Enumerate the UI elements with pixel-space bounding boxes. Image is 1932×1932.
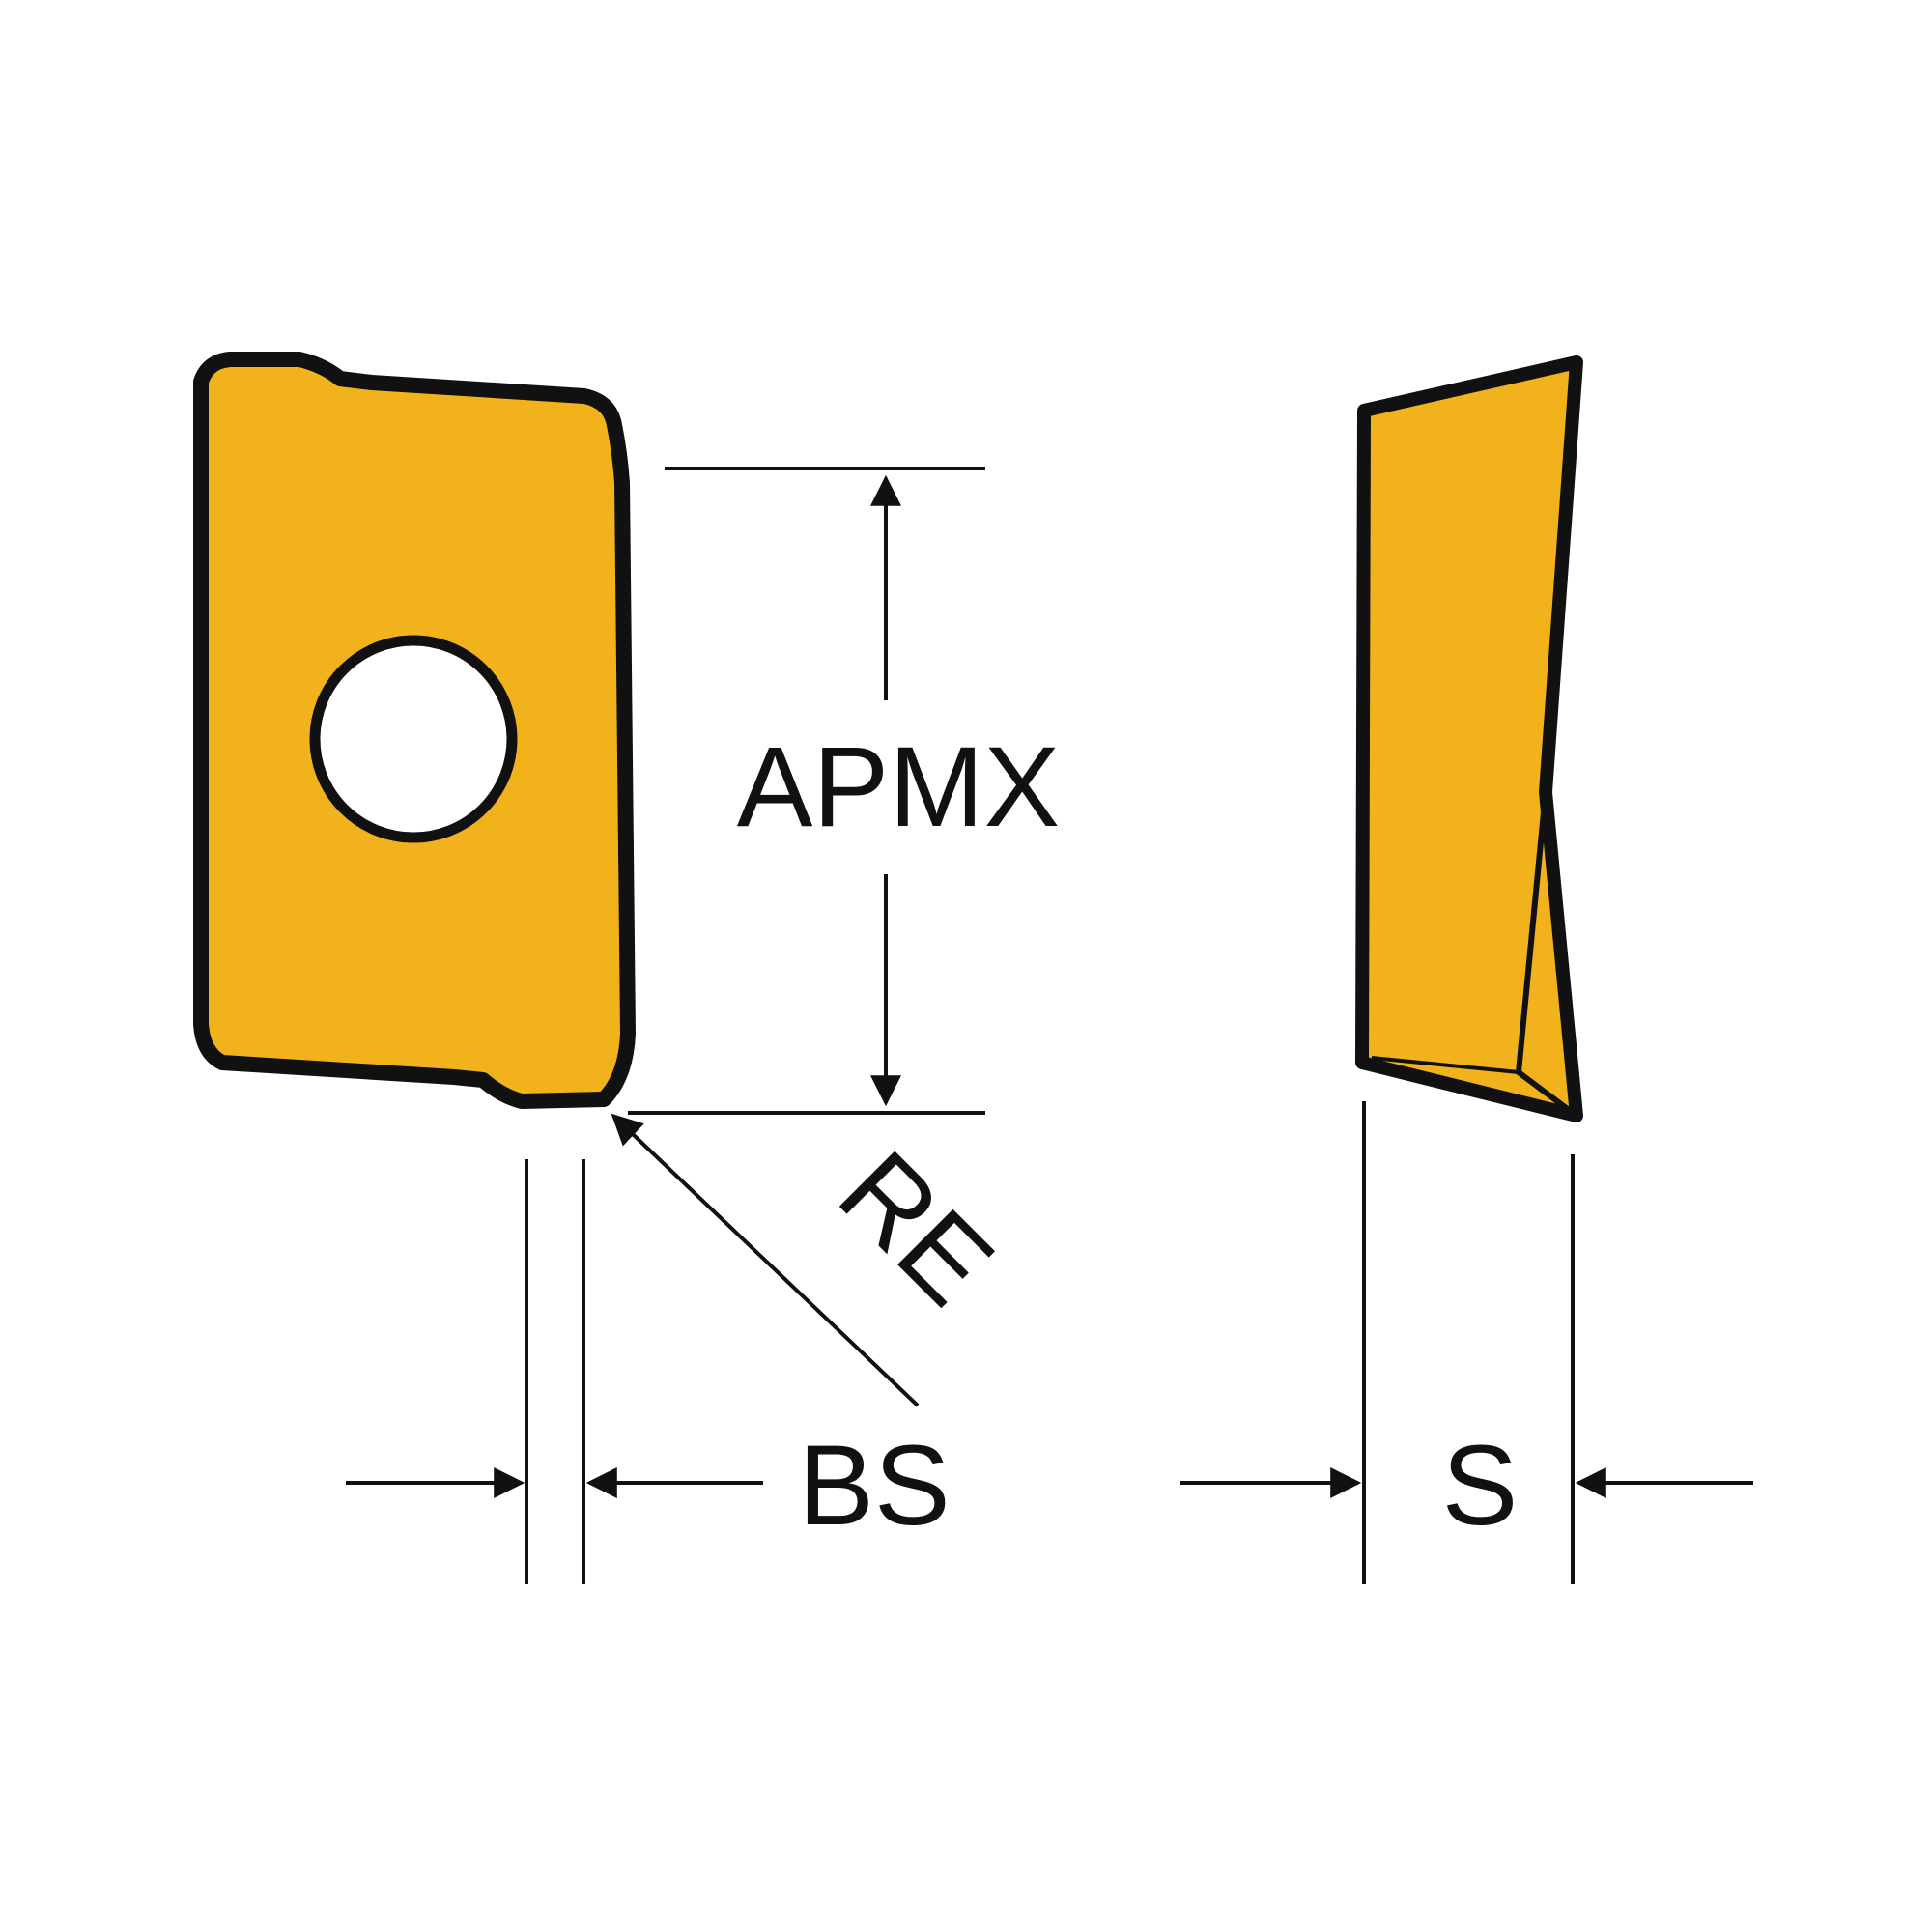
s-label: S (1442, 1422, 1519, 1549)
insert-side-bottom-facet (1371, 1056, 1520, 1074)
insert-front-view (193, 352, 636, 1109)
apmx-label: APMX (737, 724, 1060, 851)
apmx-dimension: APMX (628, 467, 1060, 1115)
re-dimension: RE (611, 1113, 1017, 1407)
re-leader-line (611, 1113, 920, 1407)
bs-label: BS (798, 1422, 950, 1549)
insert-side-body (1355, 355, 1583, 1122)
insert-side-view (1355, 355, 1583, 1122)
insert-hole (309, 635, 518, 843)
bs-dimension: BS (346, 1159, 951, 1584)
s-dimension: S (1180, 1101, 1753, 1584)
re-label: RE (815, 1127, 1017, 1329)
